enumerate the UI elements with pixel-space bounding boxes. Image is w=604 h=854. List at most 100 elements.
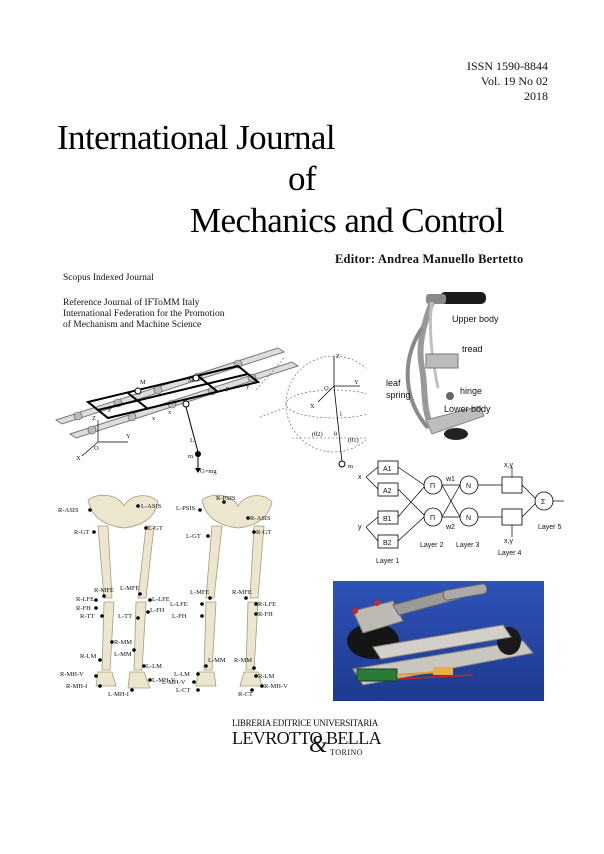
svg-text:R-GT: R-GT	[256, 529, 271, 536]
svg-text:x: x	[152, 415, 156, 422]
svg-text:L-MH-V: L-MH-V	[162, 679, 186, 686]
svg-text:L-ASIS: L-ASIS	[141, 503, 162, 510]
svg-text:L-MFE: L-MFE	[190, 589, 210, 596]
svg-text:x,y: x,y	[504, 462, 513, 469]
mechanism-labels: M M y x Z X Y O L m G=mg Z O X Y l θ (θ2…	[76, 353, 359, 475]
svg-text:R-LM: R-LM	[80, 653, 96, 660]
svg-text:M: M	[140, 379, 146, 386]
svg-text:L-MM: L-MM	[208, 657, 226, 664]
svg-text:Z: Z	[336, 353, 340, 360]
svg-text:R-LFE: R-LFE	[76, 596, 94, 603]
reference-line-1: Reference Journal of IFToMM Italy	[63, 298, 200, 308]
volume-number: Vol. 19 No 02	[480, 74, 548, 88]
svg-text:tread: tread	[462, 344, 483, 354]
svg-text:N: N	[466, 483, 471, 490]
svg-text:Y: Y	[126, 433, 131, 440]
svg-text:y: y	[246, 383, 250, 390]
svg-text:Layer 1: Layer 1	[376, 558, 399, 565]
svg-text:(θ2): (θ2)	[312, 431, 323, 438]
svg-text:A2: A2	[383, 488, 392, 495]
reference-line-3: of Mechanism and Machine Science	[63, 320, 202, 330]
exoskeleton-labels: Upper body tread leaf spring hinge Lower…	[386, 314, 499, 414]
svg-text:θ: θ	[334, 431, 337, 438]
reference-line-2: International Federation for the Promoti…	[63, 309, 225, 319]
svg-text:L-GT: L-GT	[186, 533, 201, 540]
svg-text:R-TT: R-TT	[80, 613, 94, 620]
svg-text:L: L	[190, 437, 194, 444]
svg-text:B2: B2	[383, 540, 392, 547]
publisher-name-right: BELLA	[326, 728, 382, 748]
svg-text:Y: Y	[354, 379, 359, 386]
svg-text:L-LM: L-LM	[146, 663, 162, 670]
svg-text:R-MFE: R-MFE	[232, 589, 252, 596]
svg-text:L-MH-I: L-MH-I	[108, 691, 129, 698]
exoskeleton-photo: Upper body tread leaf spring hinge Lower…	[382, 288, 512, 448]
issn-number: ISSN 1590-8844	[466, 59, 548, 73]
svg-text:L-LM: L-LM	[174, 671, 190, 678]
svg-text:Upper body: Upper body	[452, 314, 499, 324]
svg-text:L-GT: L-GT	[148, 525, 163, 532]
svg-text:l: l	[340, 411, 342, 418]
svg-text:R-ASIS: R-ASIS	[250, 515, 271, 522]
svg-text:(θ1): (θ1)	[348, 437, 359, 444]
svg-text:R-MH-V: R-MH-V	[60, 671, 84, 678]
svg-text:R-ASIS: R-ASIS	[58, 507, 79, 514]
svg-text:Lower body: Lower body	[444, 404, 491, 414]
svg-text:G=mg: G=mg	[200, 468, 217, 475]
svg-text:L-PSIS: L-PSIS	[176, 505, 196, 512]
svg-text:x: x	[358, 474, 362, 481]
svg-text:Z: Z	[92, 415, 96, 422]
skeleton-figure: R-ASIS L-ASIS R-GT L-GT R-MFE L-MFE R-LF…	[58, 494, 288, 698]
svg-text:y: y	[358, 524, 362, 531]
svg-text:spring: spring	[386, 390, 411, 400]
svg-text:L-LFE: L-LFE	[170, 601, 188, 608]
svg-text:R-FH: R-FH	[258, 611, 273, 618]
svg-text:R-MM: R-MM	[114, 639, 132, 646]
reference-journal-note: Reference Journal of IFToMM Italy Intern…	[63, 298, 303, 331]
svg-text:L-MH-V: L-MH-V	[152, 677, 176, 684]
svg-text:R-FH: R-FH	[76, 605, 91, 612]
svg-text:L-FH: L-FH	[172, 613, 187, 620]
svg-text:R-MH-V: R-MH-V	[264, 683, 288, 690]
publisher-subtitle: LIBRERIA EDITRICE UNIVERSITARIA	[232, 718, 378, 728]
svg-text:L-FH: L-FH	[150, 607, 165, 614]
editor-line: Editor: Andrea Manuello Bertetto	[335, 252, 524, 266]
svg-text:R-MM: R-MM	[234, 657, 252, 664]
svg-text:M: M	[188, 377, 194, 384]
skeleton-labels: R-ASIS L-ASIS R-GT L-GT R-MFE L-MFE R-LF…	[58, 495, 288, 698]
svg-text:A1: A1	[383, 466, 392, 473]
svg-text:O: O	[324, 385, 329, 392]
svg-text:R-MH-I: R-MH-I	[66, 683, 87, 690]
svg-text:R-LFE: R-LFE	[258, 601, 276, 608]
network-labels: x y A1 A2 B1 B2 Π Π N N w1 w2 x,y x,y Σ …	[358, 462, 561, 565]
network-diagram: x y A1 A2 B1 B2 Π Π N N w1 w2 x,y x,y Σ …	[358, 460, 564, 565]
svg-text:hinge: hinge	[460, 386, 482, 396]
svg-text:R-CT: R-CT	[238, 691, 253, 698]
svg-text:R-LM: R-LM	[258, 673, 274, 680]
svg-text:X: X	[310, 403, 315, 410]
svg-text:L-MFE: L-MFE	[120, 585, 140, 592]
svg-text:N: N	[466, 515, 471, 522]
svg-text:X: X	[76, 455, 81, 462]
svg-text:Layer 4: Layer 4	[498, 550, 521, 557]
svg-text:L-MM: L-MM	[114, 651, 132, 658]
svg-text:leaf: leaf	[386, 378, 401, 388]
svg-text:y: y	[226, 385, 230, 392]
publisher-ampersand: &	[309, 732, 328, 758]
svg-text:m: m	[188, 453, 193, 460]
svg-text:R-PSIS: R-PSIS	[216, 495, 236, 502]
svg-text:Σ: Σ	[541, 499, 546, 506]
svg-text:F: F	[108, 407, 112, 414]
journal-title-line-1: International Journal	[57, 118, 336, 157]
issn-block: ISSN 1590-8844 Vol. 19 No 02 2018	[440, 59, 548, 104]
scopus-note: Scopus Indexed Journal	[63, 273, 154, 283]
svg-text:L-TT: L-TT	[118, 613, 132, 620]
publisher-city: TORINO	[330, 748, 364, 757]
svg-text:w1: w1	[445, 476, 455, 483]
svg-text:R-GT: R-GT	[74, 529, 89, 536]
svg-text:w2: w2	[445, 524, 455, 531]
svg-text:B1: B1	[383, 516, 392, 523]
svg-text:m: m	[348, 463, 353, 470]
publisher-logo: LIBRERIA EDITRICE UNIVERSITARIA LEVROTTO…	[230, 718, 382, 770]
svg-text:Layer 2: Layer 2	[420, 542, 443, 549]
